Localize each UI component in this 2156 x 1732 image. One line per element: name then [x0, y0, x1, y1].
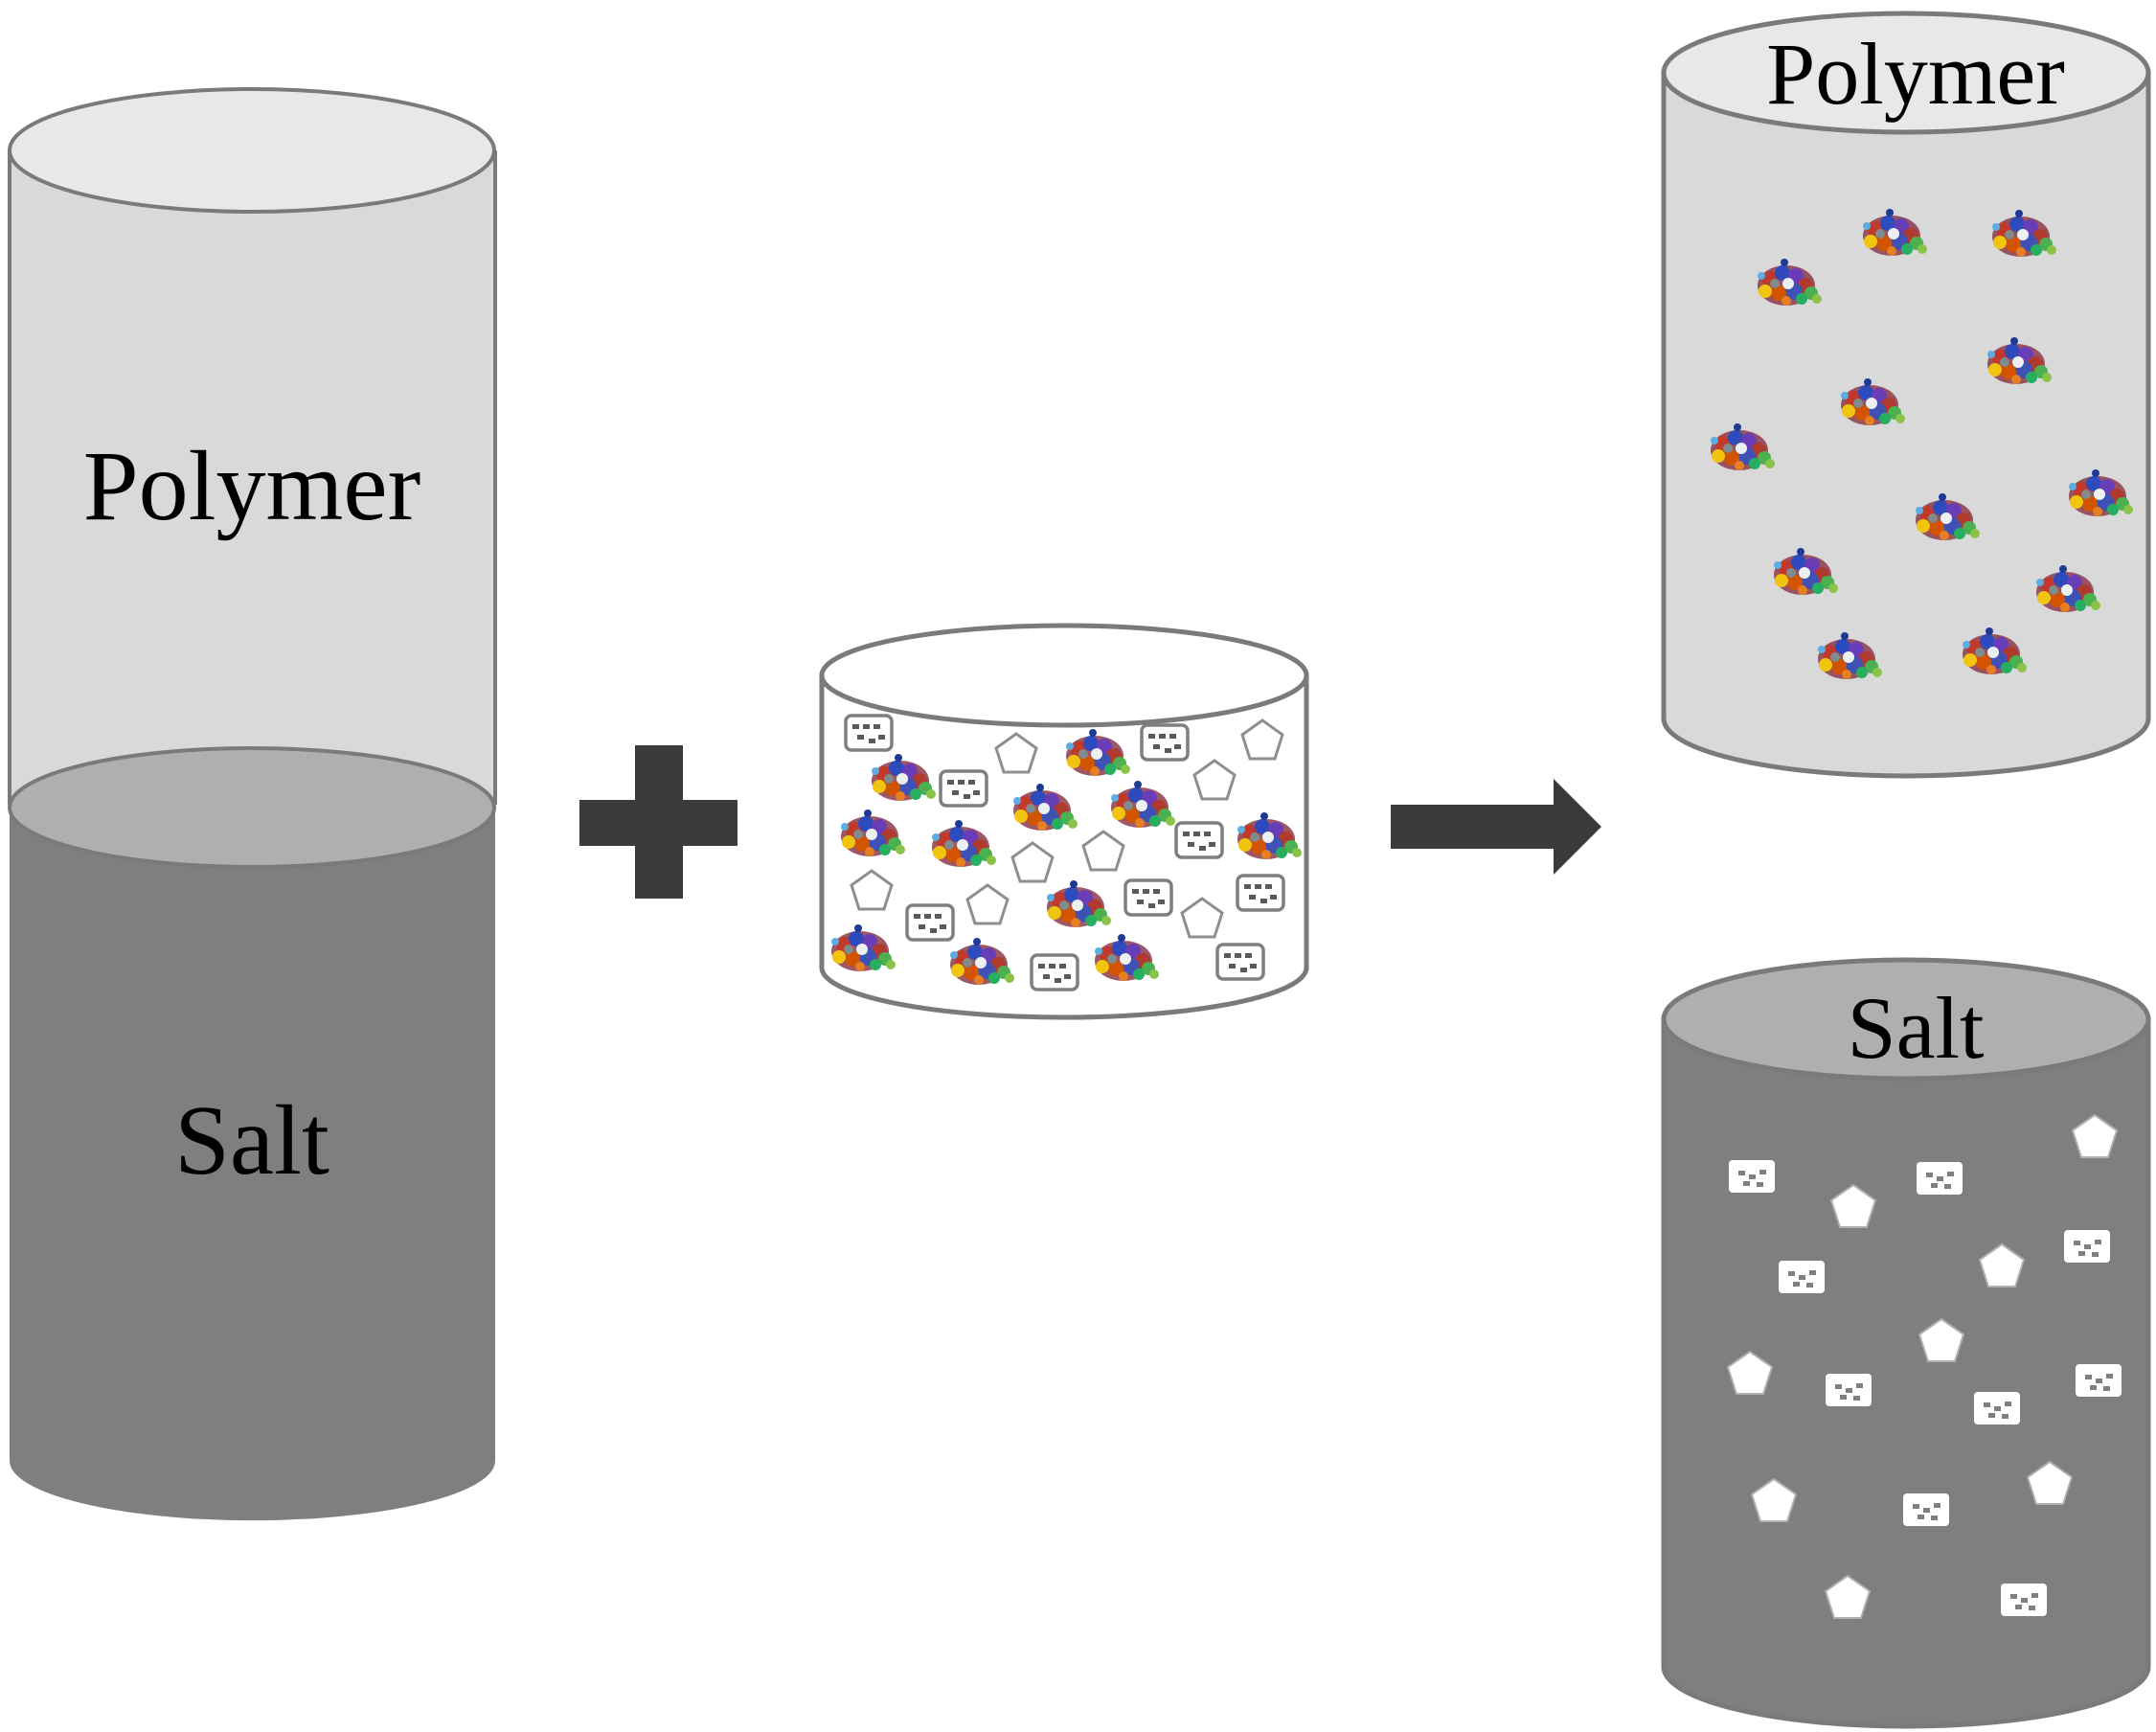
polymer-phase-cylinder: Polymer [1661, 11, 2151, 779]
salt-phase-bottom [10, 805, 495, 1521]
left-polymer-label: Polymer [83, 431, 420, 541]
mixture-beaker [819, 623, 1309, 1020]
left-salt-label: Salt [174, 1085, 329, 1196]
salt-phase-label: Salt [1847, 979, 1985, 1077]
arrow-right-icon [1391, 779, 1601, 875]
phase-interface [8, 746, 496, 869]
polymer-phase-label: Polymer [1766, 25, 2065, 123]
polymer-phase-top [8, 87, 497, 805]
salt-phase-cylinder: Salt [1661, 957, 2151, 1729]
left-two-phase-cylinder: Polymer Salt [8, 87, 497, 1521]
plus-icon [579, 745, 738, 899]
